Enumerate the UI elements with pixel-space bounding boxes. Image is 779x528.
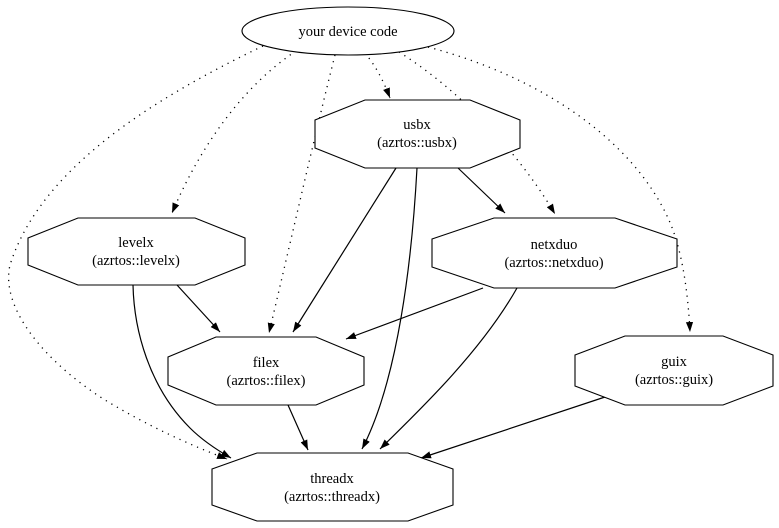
node-threadx-sublabel: (azrtos::threadx) [284, 489, 380, 505]
node-filex-shape [167, 336, 365, 406]
node-usbx-shape [314, 99, 521, 169]
node-threadx: threadx (azrtos::threadx) [211, 452, 454, 522]
node-guix-shape [574, 335, 774, 406]
node-threadx-label: threadx [310, 471, 354, 487]
edge-device-usbx [364, 52, 391, 99]
node-netxduo-shape [431, 217, 678, 289]
node-device: your device code [241, 6, 455, 56]
edge-device-filex [267, 54, 336, 334]
edge-device-threadx [8, 45, 264, 460]
edge-levelx-filex [176, 284, 221, 333]
edge-usbx-threadx [361, 167, 418, 450]
edge-device-guix [427, 46, 694, 333]
node-levelx-label: levelx [118, 235, 154, 251]
edge-usbx-netxduo [457, 167, 506, 214]
node-guix-label: guix [661, 354, 688, 370]
edge-netxduo-threadx [379, 287, 518, 450]
node-usbx: usbx (azrtos::usbx) [314, 99, 521, 169]
node-netxduo: netxduo (azrtos::netxduo) [431, 217, 678, 289]
edge-levelx-threadx [132, 284, 232, 459]
node-netxduo-label: netxduo [531, 237, 578, 253]
node-levelx: levelx (azrtos::levelx) [27, 217, 246, 286]
edge-group-solid [132, 167, 609, 459]
node-device-shape [241, 6, 455, 56]
edge-filex-threadx [287, 404, 309, 451]
edge-guix-threadx [420, 395, 609, 459]
node-usbx-label: usbx [403, 117, 431, 133]
node-filex-label: filex [253, 355, 280, 371]
node-filex-sublabel: (azrtos::filex) [227, 373, 306, 389]
node-levelx-shape [27, 217, 246, 286]
edge-netxduo-filex [345, 287, 484, 340]
node-guix-sublabel: (azrtos::guix) [635, 372, 713, 388]
node-threadx-shape [211, 452, 454, 522]
node-levelx-sublabel: (azrtos::levelx) [92, 253, 180, 269]
node-usbx-sublabel: (azrtos::usbx) [377, 135, 457, 151]
node-netxduo-sublabel: (azrtos::netxduo) [504, 255, 603, 271]
node-device-label: your device code [298, 24, 397, 40]
edge-device-netxduo [398, 51, 556, 215]
edge-group-dotted [8, 45, 694, 460]
node-guix: guix (azrtos::guix) [574, 335, 774, 406]
edge-usbx-filex [292, 167, 397, 333]
node-filex: filex (azrtos::filex) [167, 336, 365, 406]
edge-device-levelx [171, 50, 297, 214]
